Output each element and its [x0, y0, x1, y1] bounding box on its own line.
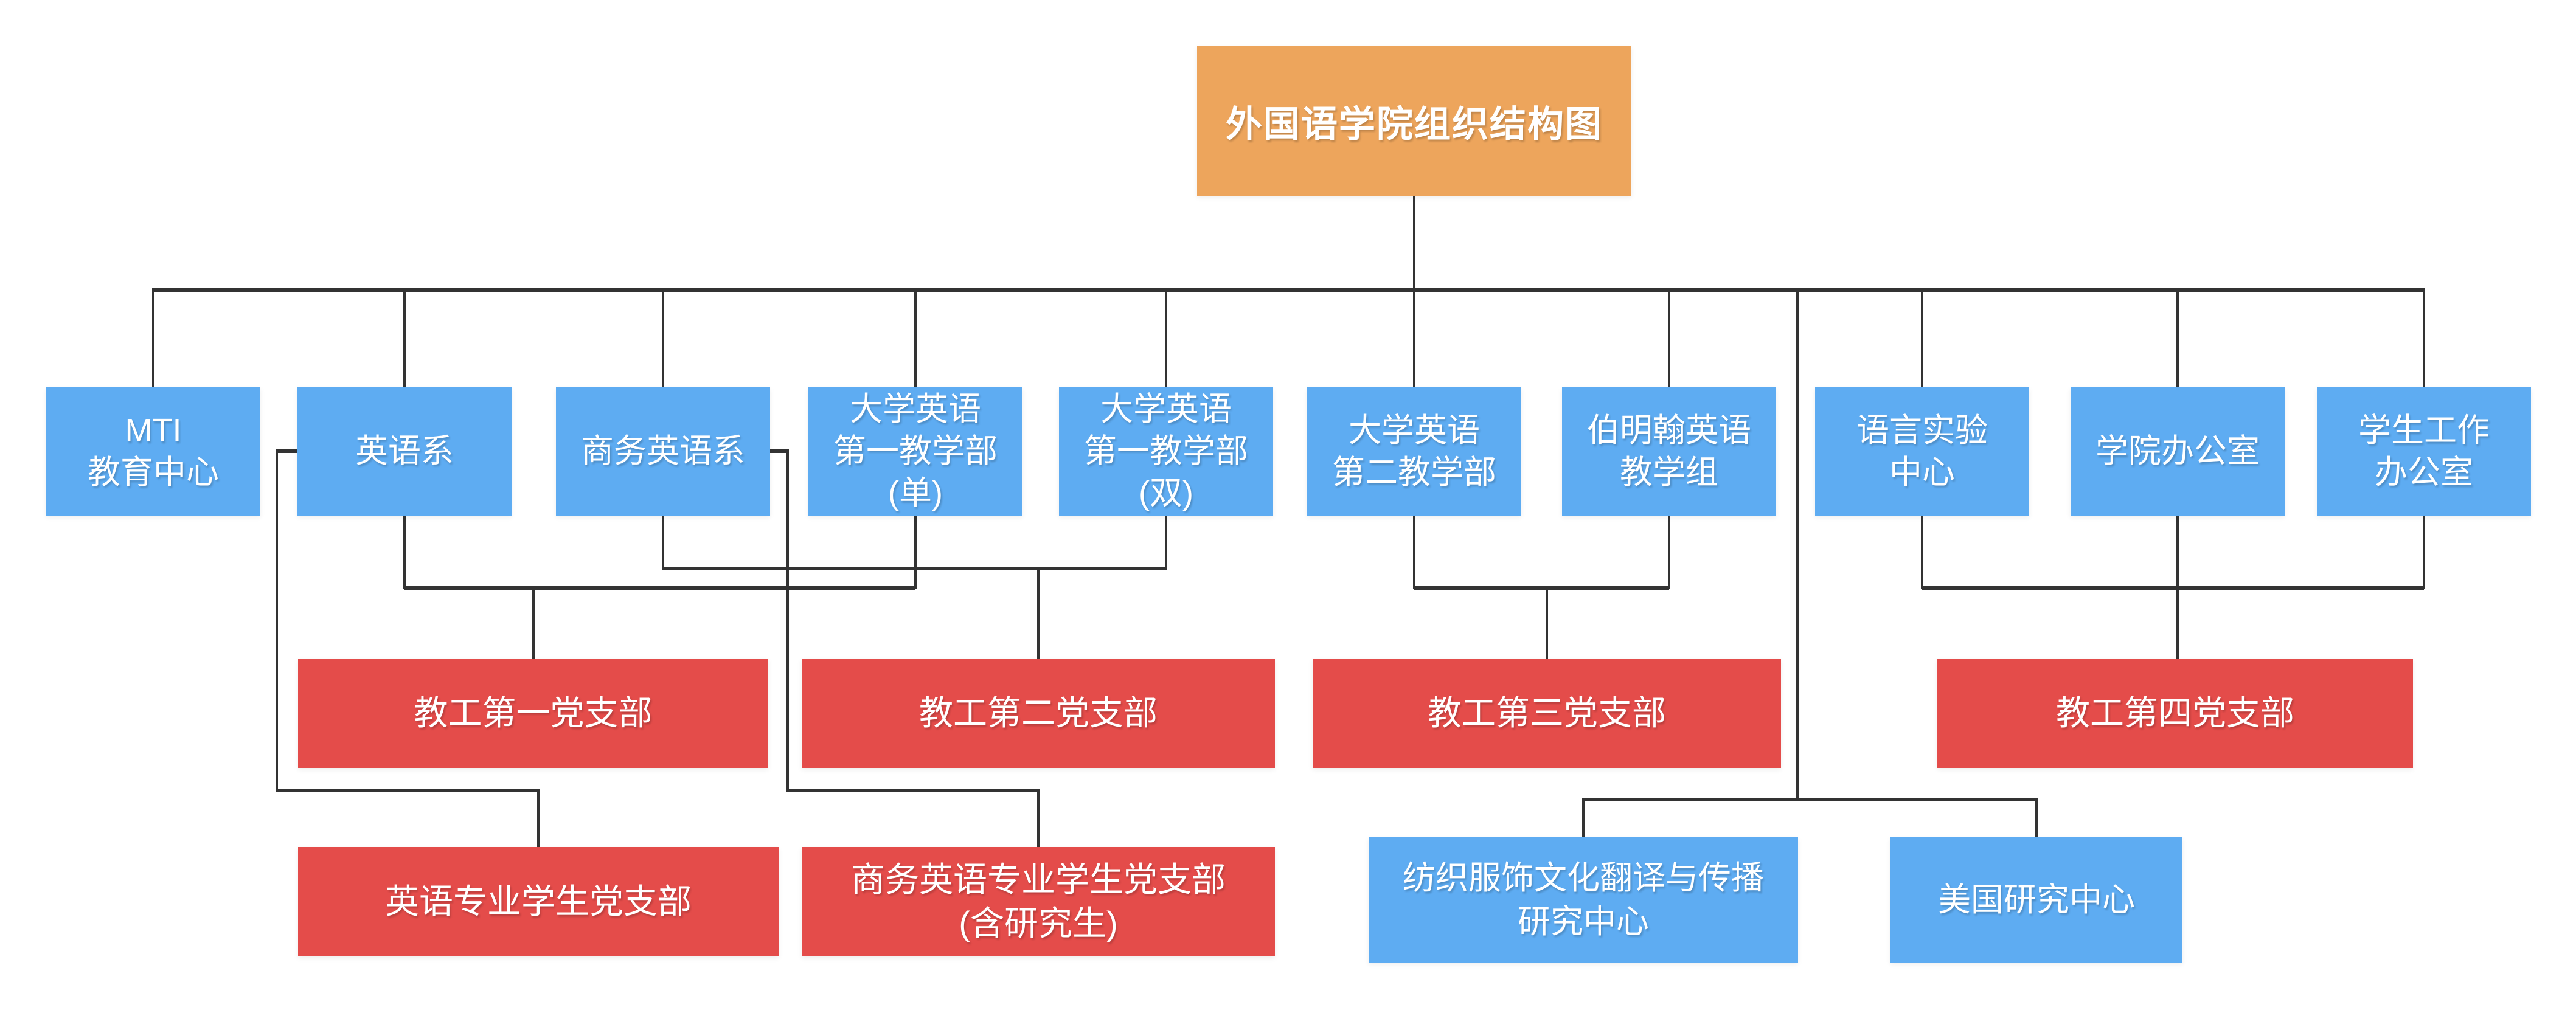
node-language-lab-center[interactable]: 语言实验 中心	[1815, 387, 2029, 516]
node-birmingham-english-teaching-group[interactable]: 伯明翰英语 教学组	[1562, 387, 1776, 516]
node-english-major-student-party-branch[interactable]: 英语专业学生党支部	[298, 847, 779, 956]
node-textile-culture-translation-research-center[interactable]: 纺织服饰文化翻译与传播 研究中心	[1369, 837, 1798, 963]
node-org-chart-root[interactable]: 外国语学院组织结构图	[1197, 46, 1631, 196]
node-faculty-party-branch-2[interactable]: 教工第二党支部	[802, 659, 1275, 768]
node-american-studies-center[interactable]: 美国研究中心	[1890, 837, 2182, 963]
node-faculty-party-branch-3[interactable]: 教工第三党支部	[1313, 659, 1781, 768]
node-faculty-party-branch-1[interactable]: 教工第一党支部	[298, 659, 768, 768]
node-business-english-department[interactable]: 商务英语系	[556, 387, 770, 516]
node-college-english-first-teaching-dept-odd[interactable]: 大学英语 第一教学部 (单)	[808, 387, 1022, 516]
node-college-office[interactable]: 学院办公室	[2071, 387, 2285, 516]
node-college-english-first-teaching-dept-even[interactable]: 大学英语 第一教学部 (双)	[1059, 387, 1273, 516]
node-business-english-student-party-branch[interactable]: 商务英语专业学生党支部 (含研究生)	[802, 847, 1275, 956]
node-faculty-party-branch-4[interactable]: 教工第四党支部	[1937, 659, 2413, 768]
node-mti-education-center[interactable]: MTI 教育中心	[46, 387, 260, 516]
node-student-affairs-office[interactable]: 学生工作 办公室	[2317, 387, 2531, 516]
node-english-department[interactable]: 英语系	[297, 387, 512, 516]
node-college-english-second-teaching-dept[interactable]: 大学英语 第二教学部	[1307, 387, 1521, 516]
